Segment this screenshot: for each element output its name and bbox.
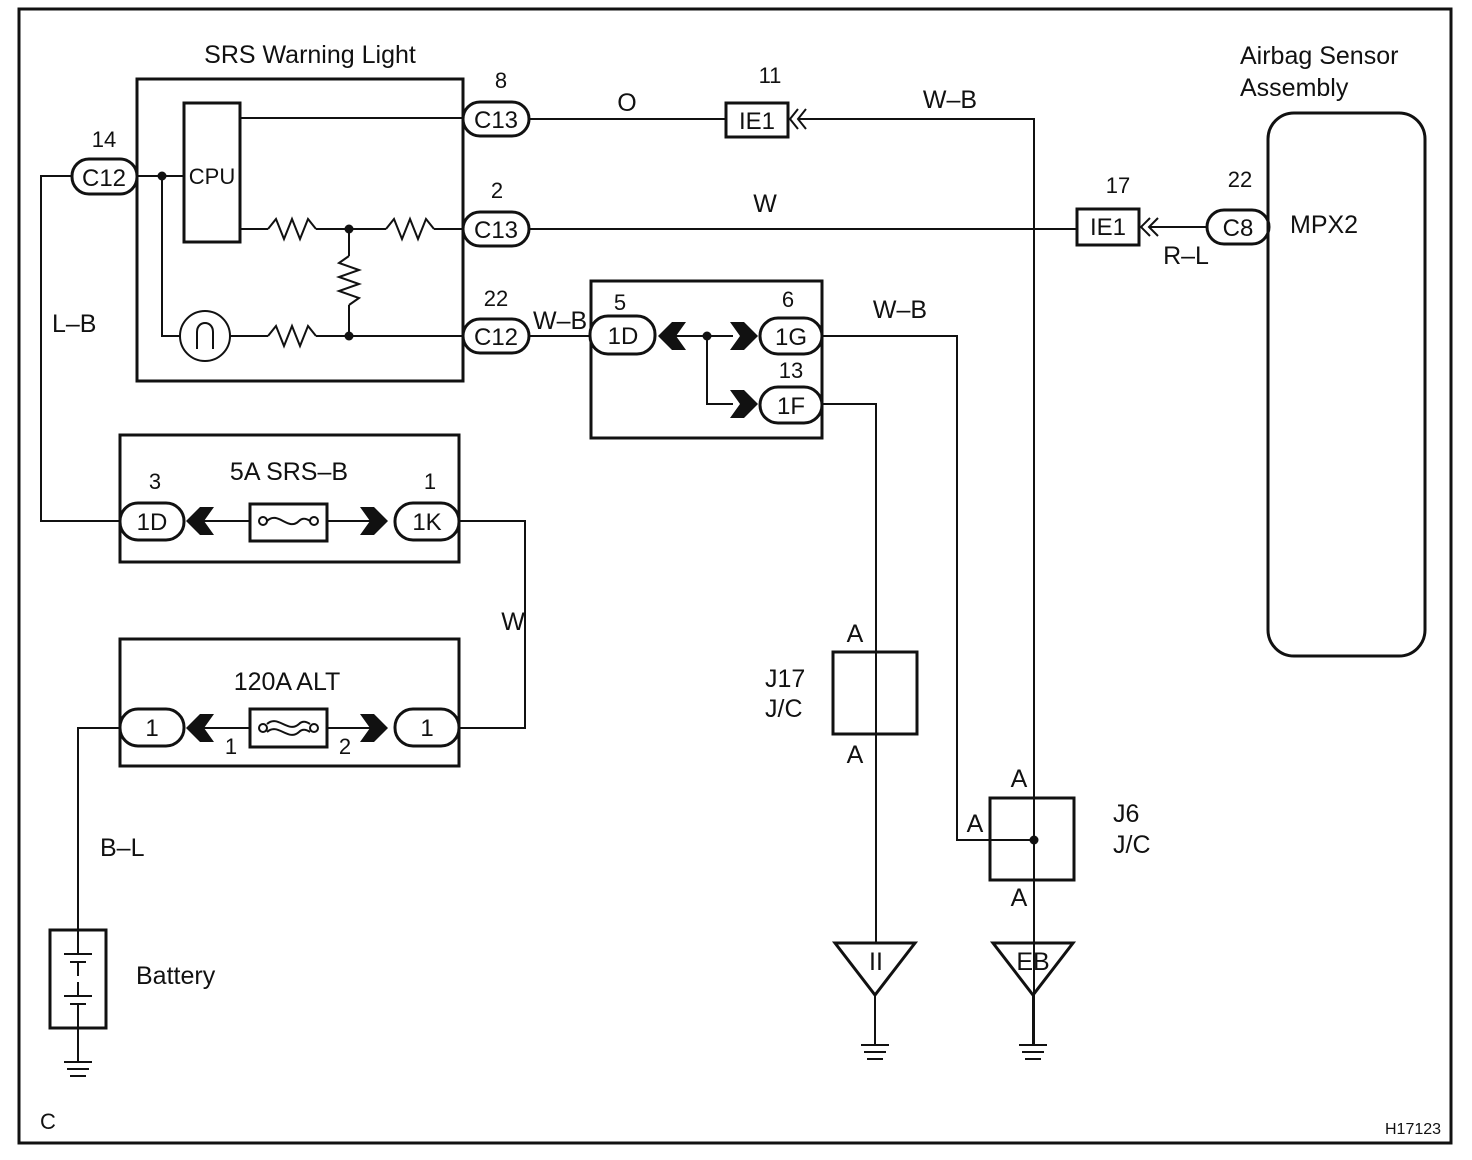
wire-label-rl: R–L — [1163, 242, 1209, 270]
pin-17: 17 — [1106, 173, 1130, 198]
fuse-alt-label: 120A ALT — [234, 668, 341, 696]
wire-label-bl: B–L — [100, 834, 145, 862]
figure-code: H17123 — [1385, 1121, 1441, 1138]
fuse-srs-icon — [248, 502, 329, 543]
j6-label: J6 — [1113, 800, 1139, 828]
connector-c13-o-label: C13 — [474, 107, 518, 134]
resistor-2 — [385, 216, 435, 242]
connector-ie1-top-label: IE1 — [739, 108, 775, 135]
fuse-alt-icon — [248, 707, 329, 749]
j17-pin-bottom: A — [847, 741, 864, 769]
diagram-frame — [17, 7, 1453, 1145]
connector-alt-right-label: 1 — [420, 715, 433, 742]
j6-pin-top: A — [1011, 765, 1028, 793]
connector-c12-top-label: C12 — [82, 165, 126, 192]
jb-arrow-1g — [730, 322, 758, 350]
wire-label-lb: L–B — [52, 310, 96, 338]
connector-ie1-top — [724, 101, 790, 139]
pin-6: 6 — [782, 287, 794, 312]
wire-label-wb-short: W–B — [533, 307, 587, 335]
ground-eb-label: EB — [1016, 948, 1049, 976]
resistor-1 — [267, 216, 317, 242]
connector-jb-1d — [588, 314, 657, 356]
j6-pin-left: A — [967, 810, 984, 838]
ground-ii-label: II — [869, 948, 883, 976]
connector-ie1-right — [1075, 207, 1141, 247]
pin-1-fuse: 1 — [424, 469, 436, 494]
connector-c13-w-label: C13 — [474, 217, 518, 244]
wire-label-wb-jb: W–B — [873, 296, 927, 324]
airbag-sensor-assembly-box — [1266, 111, 1427, 658]
pin-2: 2 — [491, 178, 503, 203]
connector-fuse-1d — [118, 501, 186, 542]
junction-block-box — [589, 279, 824, 440]
ground-symbol-icon — [861, 1044, 889, 1060]
j6-jc-label: J/C — [1113, 831, 1151, 859]
pin-22-c12: 22 — [484, 286, 508, 311]
j17-pin-top: A — [847, 620, 864, 648]
pin-2-alt: 2 — [339, 734, 351, 759]
ground-symbol-icon — [64, 1061, 92, 1077]
wire-label-o: O — [617, 89, 636, 117]
warning-lamp-icon — [179, 310, 231, 362]
pin-8: 8 — [495, 68, 507, 93]
connector-jb-1g-label: 1G — [775, 324, 807, 351]
j17-junction-box — [831, 650, 919, 736]
page-code: C — [40, 1109, 56, 1134]
j6-pin-bottom: A — [1011, 884, 1028, 912]
j17-label: J17 — [765, 665, 805, 693]
wire-label-w-top: W — [753, 190, 777, 218]
wire-label-wb-top: W–B — [923, 86, 977, 114]
connector-c12-wb-label: C12 — [474, 324, 518, 351]
connector-alt-left-label: 1 — [145, 715, 158, 742]
pin-14: 14 — [92, 127, 116, 152]
resistor-3 — [335, 255, 363, 306]
airbag-sensor-title-line2: Assembly — [1240, 74, 1349, 102]
ground-symbol-icon — [1019, 1044, 1047, 1060]
connector-jb-1d-label: 1D — [608, 323, 639, 350]
fuse-srs-label: 5A SRS–B — [230, 458, 348, 486]
pin-5: 5 — [614, 290, 626, 315]
jb-arrow-1f — [730, 390, 758, 418]
ground-point-eb: EB — [989, 941, 1077, 1060]
airbag-sensor-title-line1: Airbag Sensor — [1240, 42, 1398, 70]
battery-icon — [48, 928, 108, 1030]
pin-1-alt: 1 — [225, 734, 237, 759]
srs-warning-light-title: SRS Warning Light — [204, 41, 416, 69]
ground-point-ii: II — [831, 941, 919, 1060]
connector-c8-label: C8 — [1223, 215, 1254, 242]
j17-jc-label: J/C — [765, 695, 803, 723]
resistor-4 — [267, 323, 317, 349]
mpx2-label: MPX2 — [1290, 211, 1358, 239]
pin-22-c8: 22 — [1228, 167, 1252, 192]
jb-arrow-left — [658, 322, 686, 350]
pin-13: 13 — [779, 358, 803, 383]
fuse-srs-block — [118, 433, 461, 564]
connector-fuse-1d-label: 1D — [137, 509, 168, 536]
connector-ie1-right-label: IE1 — [1090, 214, 1126, 241]
connector-fuse-1k-label: 1K — [412, 509, 441, 536]
fuse-alt-block — [118, 637, 461, 768]
srs-warning-light: CPU — [135, 77, 466, 383]
wire-label-w-vert: W — [501, 608, 525, 636]
connector-alt-right — [393, 707, 461, 748]
pin-11: 11 — [759, 63, 782, 88]
pin-3: 3 — [149, 469, 161, 494]
cpu-box — [182, 101, 242, 244]
connector-jb-1f-label: 1F — [777, 393, 805, 420]
cpu-label: CPU — [189, 164, 235, 189]
battery-label: Battery — [136, 962, 216, 990]
